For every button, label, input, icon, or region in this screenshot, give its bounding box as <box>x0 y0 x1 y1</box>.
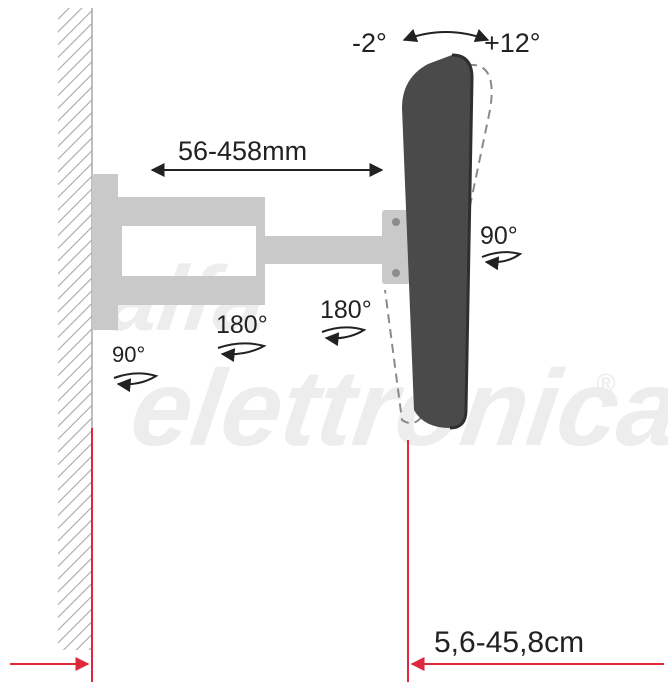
tilt-plus-label: +12° <box>484 28 541 58</box>
swivel-arm-inner-label: 180° <box>216 311 268 339</box>
wall-hatching <box>58 8 92 650</box>
swivel-arm-outer: 180° <box>320 296 372 347</box>
watermark-line2: elettronica <box>124 347 668 467</box>
swivel-arm-inner: 180° <box>216 311 268 363</box>
joint-screw-top <box>392 218 400 226</box>
swivel-arm-outer-arrow <box>321 326 367 347</box>
tv-screen <box>402 53 474 430</box>
swivel-wall: 90° <box>112 342 159 393</box>
tv-body <box>402 55 472 428</box>
arm-first-segment <box>118 197 265 305</box>
swivel-wall-arrow <box>113 372 159 393</box>
tv-joint <box>382 210 410 284</box>
swivel-arm-outer-label: 180° <box>320 296 372 324</box>
extension-mm-label: 56-458mm <box>178 136 307 166</box>
extension-indicator: 56-458mm <box>150 136 384 177</box>
joint-screw-bottom <box>392 269 400 277</box>
swivel-arm-inner-arrow <box>217 342 267 363</box>
tilt-arrow <box>402 28 490 43</box>
swivel-tv: 90° <box>480 222 523 271</box>
swivel-tv-label: 90° <box>480 222 518 250</box>
watermark-registered-mark: ® <box>596 368 616 398</box>
extension-cm-label: 5,6-45,8cm <box>434 626 584 659</box>
tilt-indicator: -2° +12° <box>352 28 541 58</box>
swivel-tv-arrow <box>481 251 523 271</box>
tilt-minus-label: -2° <box>352 28 387 58</box>
wall <box>58 8 93 650</box>
swivel-wall-label: 90° <box>112 342 145 367</box>
tv-edge <box>449 53 474 430</box>
distance-measurement: 5,6-45,8cm <box>10 428 664 682</box>
arm-second-segment <box>262 236 394 264</box>
wall-plate <box>92 174 118 330</box>
mount-bracket <box>92 174 410 330</box>
tilt-outline-dashed <box>384 63 493 425</box>
